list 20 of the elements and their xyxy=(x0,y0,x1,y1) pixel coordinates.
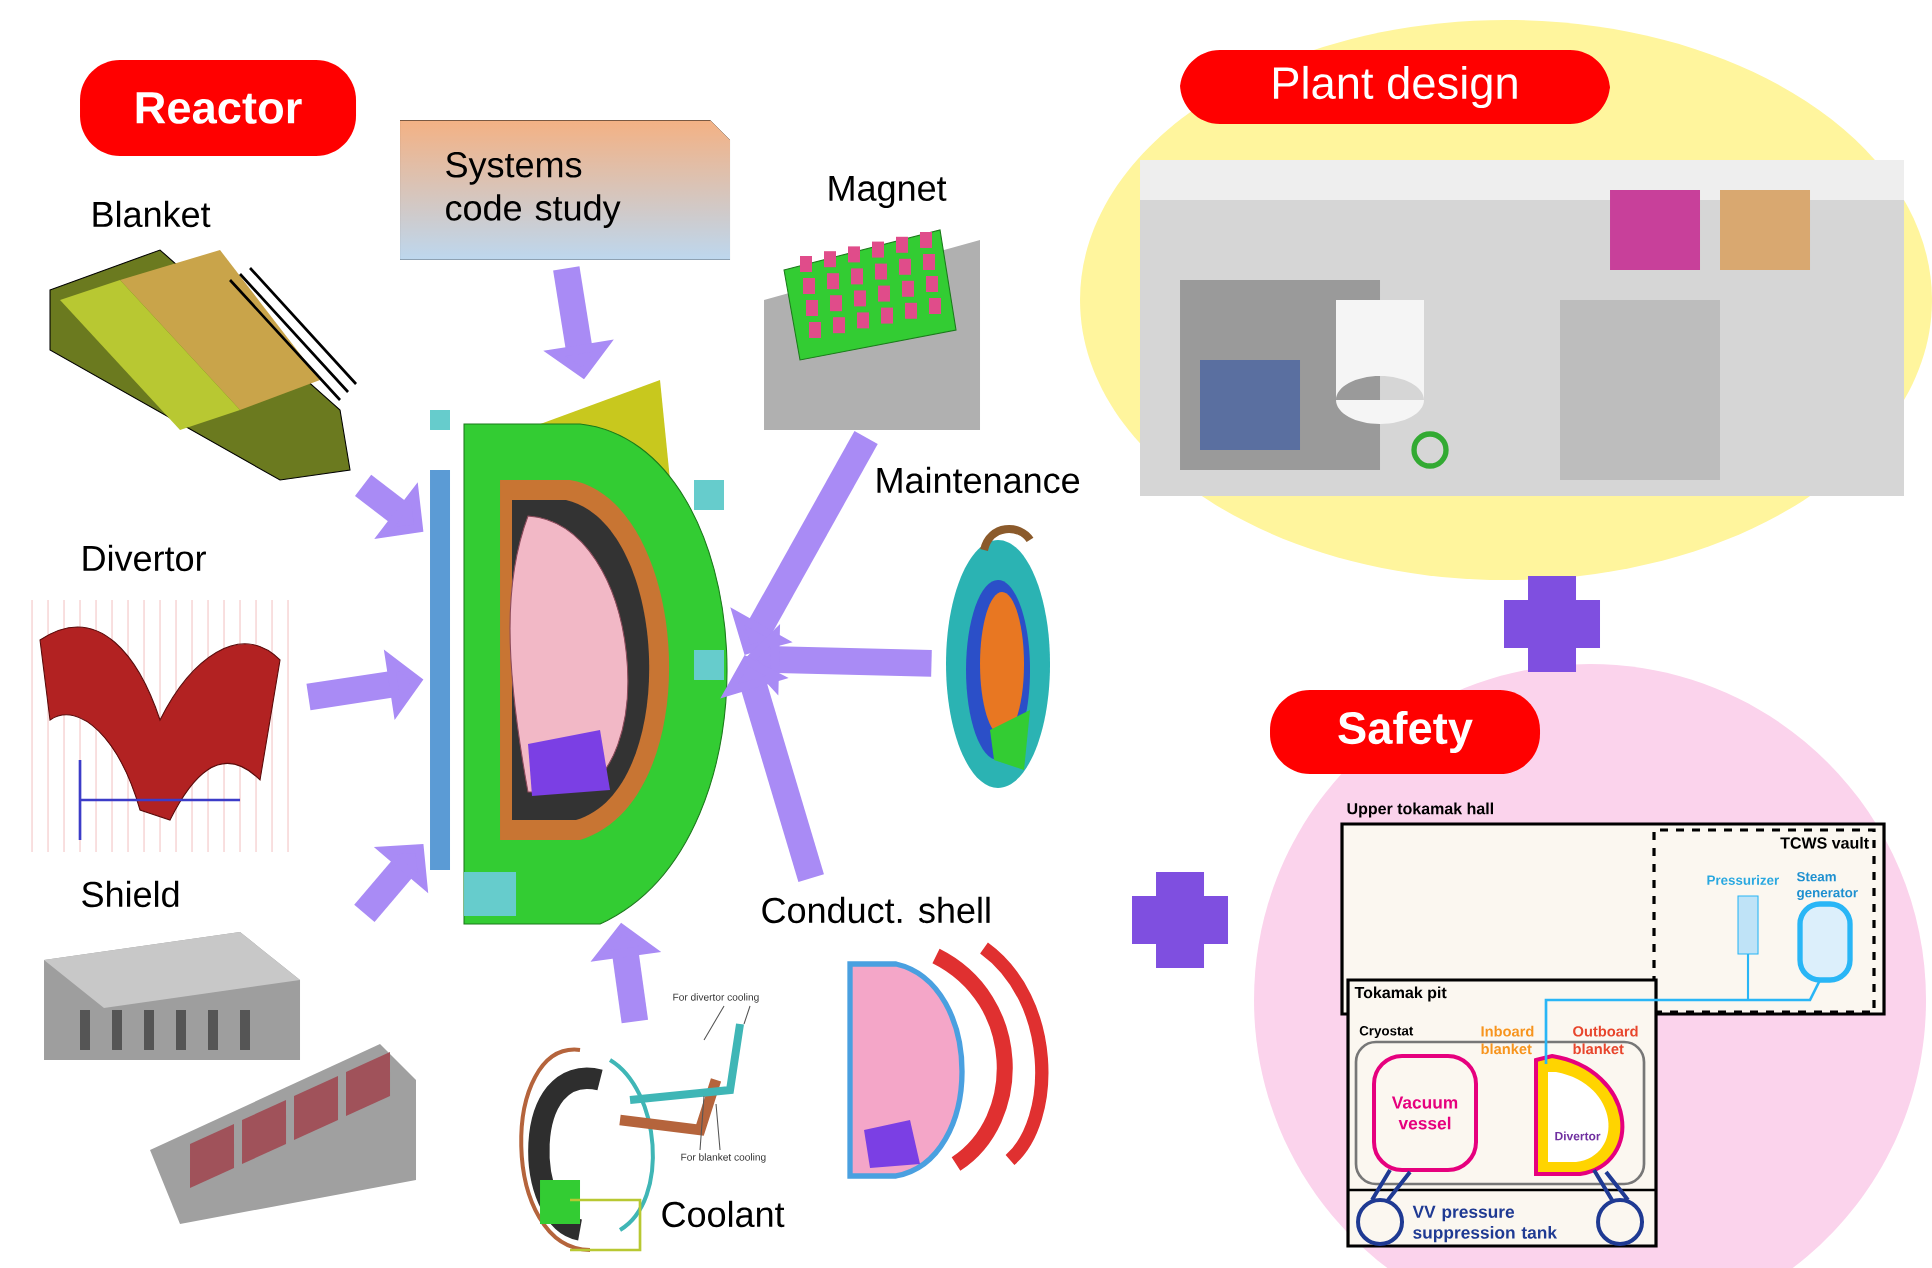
node-label: Coolant xyxy=(662,1200,785,1228)
title-badge: Reactor xyxy=(80,60,356,156)
node-label: Magnet xyxy=(829,175,947,209)
node-label: Maintenance xyxy=(877,466,1080,494)
note-box: Systems code study xyxy=(400,120,730,260)
component-drawing: Maintenance xyxy=(877,466,1080,788)
title-badge: Safety xyxy=(1270,690,1540,774)
component-drawing: Magnet xyxy=(764,175,980,430)
vessel-outline: Vacuum vessel xyxy=(1372,1054,1478,1172)
node-label: Upper tokamak hall xyxy=(1347,802,1493,818)
component-drawing: Divertor xyxy=(39,544,281,842)
reactor-drawing xyxy=(430,380,728,925)
node-label: Conduct. shell xyxy=(762,896,990,924)
node-label: Shield xyxy=(82,880,179,908)
component-drawing: Shield xyxy=(44,880,416,1224)
title-badge: Plant design xyxy=(1180,50,1610,124)
component-drawing: Blanket xyxy=(49,200,358,481)
node-label: Blanket xyxy=(93,200,211,228)
part-label: VV pressure suppression tank xyxy=(1412,1205,1558,1243)
node-label: Divertor xyxy=(83,544,206,572)
